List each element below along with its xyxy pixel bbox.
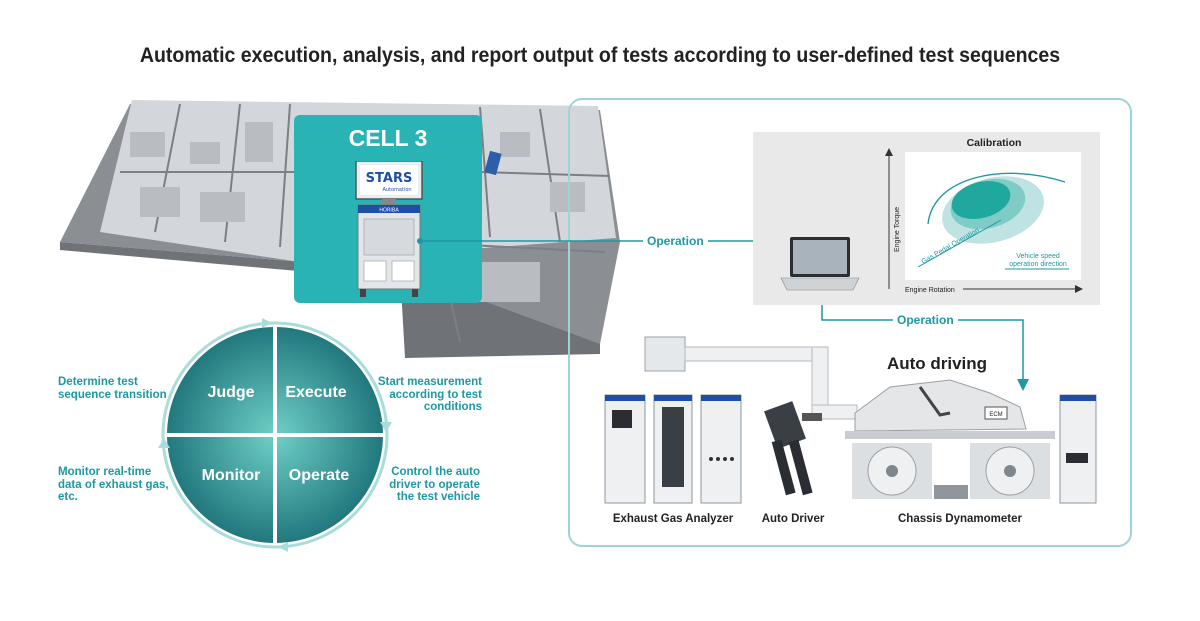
calibration-title: Calibration [967,137,1022,149]
page-title: Automatic execution, analysis, and repor… [139,44,1061,67]
test-system-frame [568,98,1132,547]
auto-driver-robot [764,401,822,496]
operation-label-1: Operation [643,234,708,248]
equipment-illustration: ECM [604,336,1097,504]
cycle-judge: Judge [207,384,255,401]
exhaust-analyzer-rack [604,394,742,504]
cycle-execute: Execute [285,384,347,401]
x-axis-label: Engine Rotation [905,287,955,294]
test-cycle-diagram [158,318,392,552]
auto-driving-label: Auto driving [886,354,988,373]
chassis-dynamometer [845,394,1097,504]
cell3-title: CELL 3 [348,125,428,151]
auto-driver-label: Auto Driver [761,513,825,525]
y-axis-label: Engine Torque [894,207,901,252]
cell3-panel: CELL 3 STARS Automation HORIBA [294,115,482,303]
laptop-icon [780,237,860,291]
exhaust-pipe [644,336,858,420]
svg-text:operation direction: operation direction [1009,261,1067,268]
svg-text:HORIBA: HORIBA [379,208,399,214]
exhaust-gas-analyzer-label: Exhaust Gas Analyzer [612,513,734,525]
chassis-dynamometer-label: Chassis Dynamometer [898,513,1022,525]
calibration-chart: Calibration Engine Torque Engine Rotatio… [780,137,1083,294]
automation-cabinet-icon: STARS Automation HORIBA [355,161,423,297]
svg-text:Automation: Automation [382,187,411,193]
ecm-label: ECM [989,412,1002,418]
svg-text:Vehicle speed: Vehicle speed [1016,253,1060,260]
cycle-operate: Operate [288,467,350,484]
stars-logo-text: STARS [366,171,413,186]
cycle-monitor: Monitor [201,467,261,484]
operation-label-2: Operation [893,313,958,327]
test-vehicle: ECM [854,379,1027,432]
